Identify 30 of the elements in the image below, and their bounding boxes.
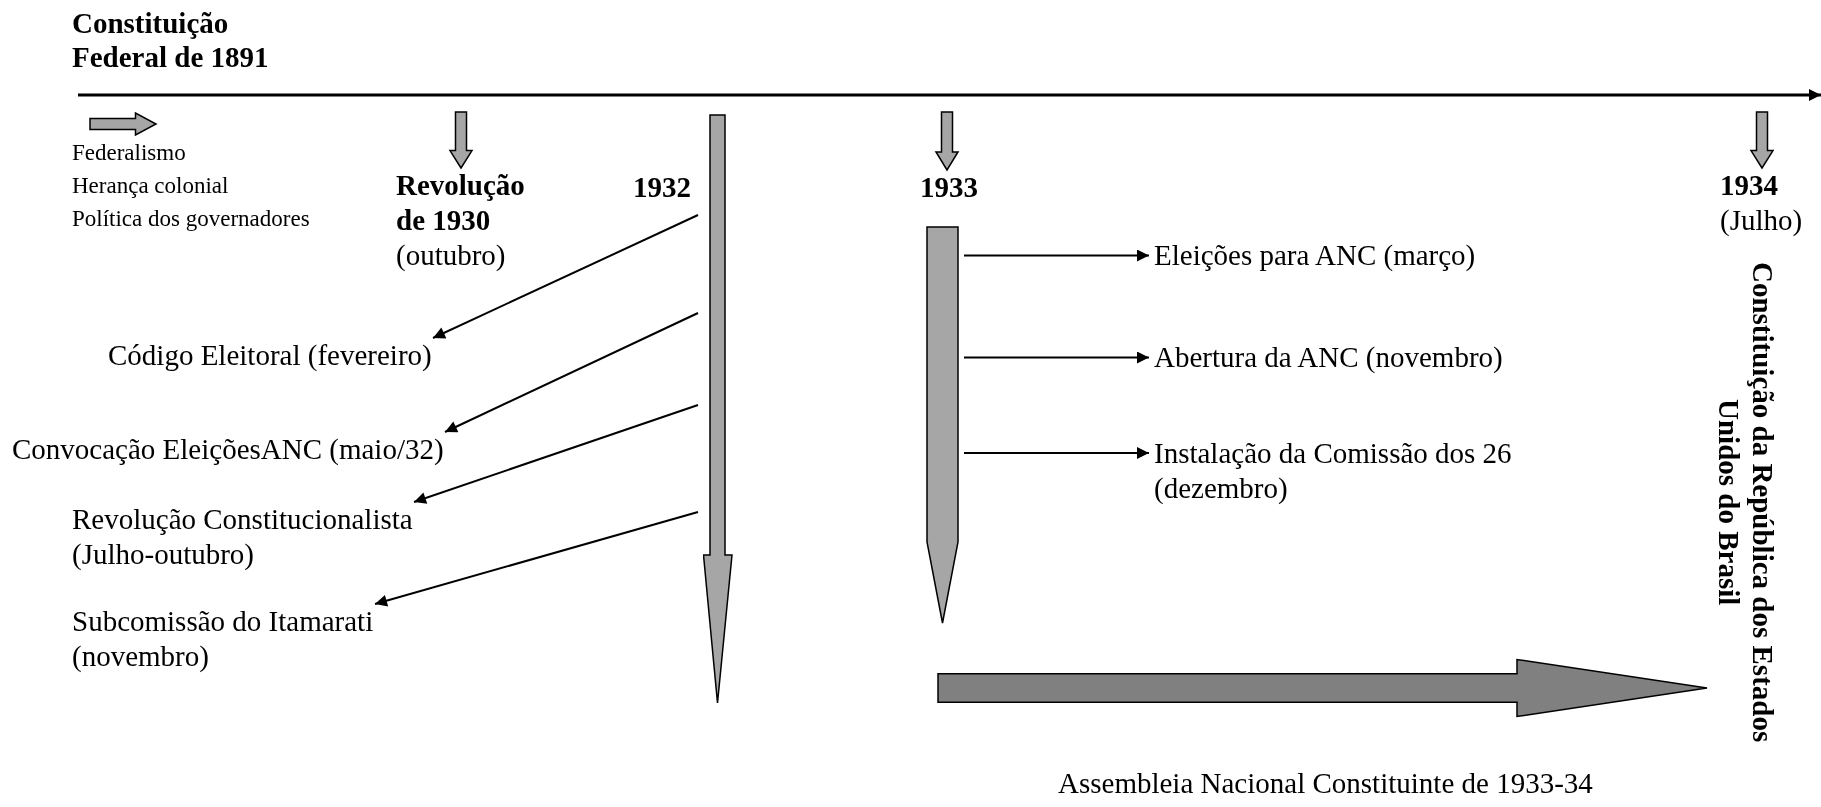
- arrow: [963, 249, 1150, 262]
- rotated-text: Constituição da República dos Estados Unidos do Brasil: [1712, 250, 1780, 755]
- list-item-text: Política dos governadores: [72, 205, 310, 233]
- heading-text: Constituição Federal de 1891: [72, 6, 270, 74]
- block-arrow: [448, 111, 474, 170]
- arrow: [963, 351, 1150, 364]
- event-heading: Revolução de 1930: [396, 168, 526, 238]
- block-arrow: [937, 658, 1708, 718]
- event-date: (outubro): [396, 238, 506, 273]
- year-heading: 1933: [920, 170, 978, 205]
- event-text: Abertura da ANC (novembro): [1154, 340, 1504, 375]
- year-heading: 1934: [1720, 168, 1778, 203]
- block-arrow: [1749, 111, 1775, 170]
- year-heading: 1932: [633, 170, 691, 205]
- block-arrow: [934, 111, 960, 172]
- list-item-text: Federalismo: [72, 139, 186, 167]
- arrow: [413, 404, 699, 504]
- arrow: [444, 312, 699, 433]
- arrow: [963, 447, 1150, 459]
- caption-text: Assembleia Nacional Constituinte de 1933-34: [1058, 766, 1593, 801]
- event-text: Revolução Constitucionalista (Julho-outubro): [72, 502, 414, 572]
- event-text: Subcomissão do Itamarati (novembro): [72, 604, 375, 674]
- event-text: Convocação EleiçõesANC (maio/32): [12, 432, 445, 467]
- list-item-text: Herança colonial: [72, 172, 229, 200]
- event-text: Instalação da Comissão dos 26 (dezembro): [1154, 436, 1513, 506]
- event-text: Eleições para ANC (março): [1154, 238, 1477, 273]
- arrow: [374, 511, 699, 607]
- event-date: (Julho): [1720, 203, 1803, 238]
- arrow: [432, 214, 699, 339]
- event-text: Código Eleitoral (fevereiro): [108, 338, 433, 373]
